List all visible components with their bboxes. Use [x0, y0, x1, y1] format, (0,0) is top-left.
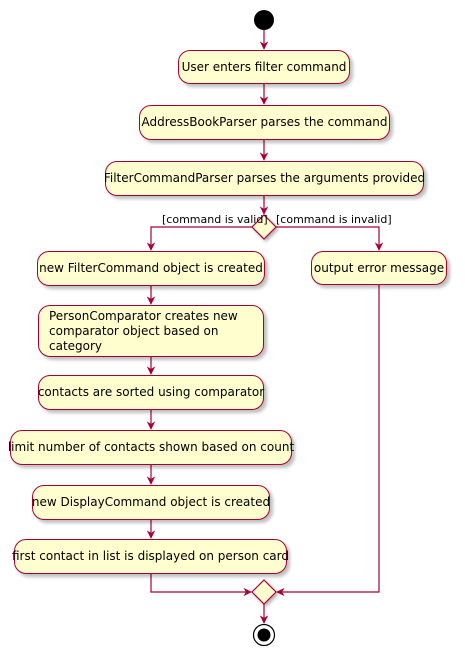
activity-enter: User enters filter command: [178, 50, 350, 84]
activity-first-contact: first contact in list is displayed on pe…: [12, 539, 289, 574]
activity-sorted: contacts are sorted using comparator: [38, 375, 264, 410]
arrow-invalid-branch: [276, 226, 384, 251]
activity-parse: AddressBookParser parses the command: [139, 105, 390, 140]
activity-display-command: new DisplayCommand object is created: [32, 485, 270, 520]
activity-error: output error message: [311, 251, 447, 285]
arrow-valid-branch: [146, 226, 252, 251]
start-node: [254, 10, 274, 30]
activity-comparator: PersonComparator creates new comparator …: [38, 305, 264, 357]
activity-create: new FilterCommand object is created: [37, 251, 265, 286]
activity-limit: limit number of contacts shown based on …: [8, 430, 294, 465]
end-node-inner: [257, 628, 271, 642]
merge-diamond: [251, 579, 277, 605]
arrow-first-to-merge: [150, 574, 252, 597]
guard-valid: [command is valid]: [162, 213, 268, 226]
arrow-error-to-merge: [276, 285, 380, 597]
decision-diamond: [251, 214, 277, 240]
guard-invalid: [command is invalid]: [276, 213, 392, 226]
activity-args: FilterCommandParser parses the arguments…: [104, 161, 425, 196]
